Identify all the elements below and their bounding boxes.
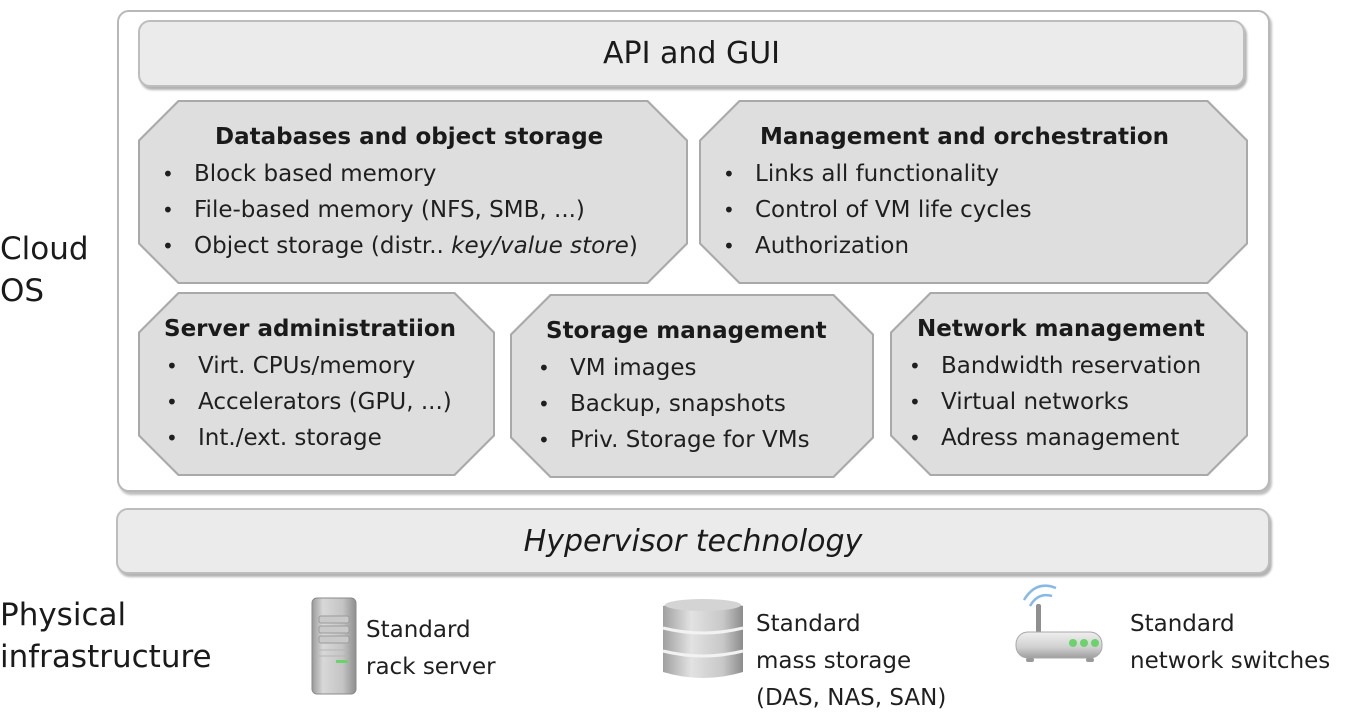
item-text: ) <box>628 233 638 259</box>
item-text: Object storage (distr.. <box>194 233 452 259</box>
physical-label-line1: Physical <box>0 597 127 633</box>
network-router-icon <box>1015 584 1103 662</box>
cloud-os-label: Cloud OS <box>0 228 89 312</box>
module-item: File-based memory (NFS, SMB, ...) <box>160 192 638 228</box>
infra-label-line: Standard <box>1130 611 1235 637</box>
module-item: Block based memory <box>160 156 638 192</box>
module-item: Control of VM life cycles <box>721 192 1032 228</box>
module-item: Authorization <box>721 228 1032 264</box>
module-item-list: Bandwidth reservation Virtual networks A… <box>907 348 1201 456</box>
module-databases: Databases and object storage Block based… <box>138 100 688 284</box>
module-item: Virtual networks <box>907 384 1201 420</box>
module-item-list: Block based memory File-based memory (NF… <box>160 156 638 264</box>
module-item: Priv. Storage for VMs <box>536 422 810 458</box>
module-item: Bandwidth reservation <box>907 348 1201 384</box>
module-item: Virt. CPUs/memory <box>164 348 452 384</box>
module-title: Management and orchestration <box>760 124 1170 150</box>
api-gui-layer: API and GUI <box>138 20 1245 87</box>
hypervisor-layer: Hypervisor technology <box>116 508 1270 574</box>
cloud-os-label-line1: Cloud <box>0 231 89 267</box>
module-item: Int./ext. storage <box>164 420 452 456</box>
module-item: Accelerators (GPU, ...) <box>164 384 452 420</box>
infra-label-line: rack server <box>366 654 496 680</box>
module-storage-management: Storage management VM images Backup, sna… <box>510 294 874 478</box>
item-text-italic: key/value store <box>451 233 629 259</box>
mass-storage-label: Standard mass storage (DAS, NAS, SAN) <box>756 606 946 717</box>
database-storage-icon <box>662 599 744 678</box>
module-title: Databases and object storage <box>215 124 604 150</box>
module-server-administration: Server administratiion Virt. CPUs/memory… <box>138 292 495 476</box>
module-title: Network management <box>917 316 1205 342</box>
infra-label-line: Standard <box>756 611 861 637</box>
network-switches-label: Standard network switches <box>1130 606 1330 680</box>
module-item-list: Links all functionality Control of VM li… <box>721 156 1032 264</box>
infra-label-line: mass storage <box>756 648 912 674</box>
module-network-management: Network management Bandwidth reservation… <box>890 292 1248 476</box>
module-item: Adress management <box>907 420 1201 456</box>
cloud-os-label-line2: OS <box>0 273 45 309</box>
module-item: Backup, snapshots <box>536 386 810 422</box>
physical-label-line2: infrastructure <box>0 639 212 675</box>
infra-label-line: Standard <box>366 617 471 643</box>
api-gui-label: API and GUI <box>602 36 781 71</box>
rack-server-label: Standard rack server <box>366 612 496 686</box>
module-item-list: VM images Backup, snapshots Priv. Storag… <box>536 350 810 458</box>
infra-label-line: (DAS, NAS, SAN) <box>756 685 947 711</box>
module-item: VM images <box>536 350 810 386</box>
hypervisor-label: Hypervisor technology <box>523 523 863 559</box>
physical-infrastructure-label: Physical infrastructure <box>0 594 212 678</box>
module-item: Links all functionality <box>721 156 1032 192</box>
module-item: Object storage (distr.. key/value store) <box>160 228 638 264</box>
infra-label-line: network switches <box>1130 648 1331 674</box>
module-item-list: Virt. CPUs/memory Accelerators (GPU, ...… <box>164 348 452 456</box>
rack-server-icon <box>311 597 357 695</box>
wifi-signal-icon <box>1022 584 1057 601</box>
module-title: Server administratiion <box>164 316 457 342</box>
module-title: Storage management <box>546 318 827 344</box>
module-management: Management and orchestration Links all f… <box>699 100 1248 284</box>
